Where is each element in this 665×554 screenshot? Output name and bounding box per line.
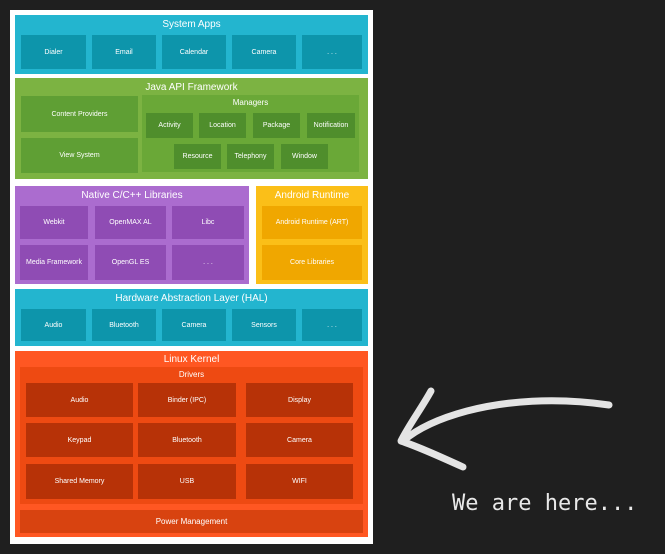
hal-bluetooth: Bluetooth [92,309,156,341]
layer-title-hal: Hardware Abstraction Layer (HAL) [115,293,268,304]
driver-camera: Camera [246,423,353,457]
hal-more: . . . [302,309,362,341]
view-system-box: View System [21,138,138,173]
lib-openmax-al: OpenMAX AL [95,206,166,239]
power-management-box: Power Management [20,510,363,533]
layer-native-libraries: Native C/C++ Libraries Webkit OpenMAX AL… [15,186,249,284]
layer-android-runtime: Android Runtime Android Runtime (ART) Co… [256,186,368,284]
manager-package: Package [253,113,300,138]
lib-media-framework: Media Framework [20,245,88,280]
driver-audio: Audio [26,383,133,417]
android-architecture-diagram: System Apps Dialer Email Calendar Camera… [10,10,373,544]
layer-hal: Hardware Abstraction Layer (HAL) Audio B… [15,289,368,346]
manager-resource: Resource [174,144,221,169]
manager-window: Window [281,144,328,169]
driver-wifi: WIFI [246,464,353,499]
layer-java-api-framework: Java API Framework Content Providers Vie… [15,78,368,179]
app-calendar: Calendar [162,35,226,69]
art-box: Android Runtime (ART) [262,206,362,239]
lib-libc: Libc [172,206,244,239]
driver-binder-ipc: Binder (IPC) [138,383,236,417]
layer-title-system-apps: System Apps [162,19,221,30]
lib-opengl-es: OpenGL ES [95,245,166,280]
app-email: Email [92,35,156,69]
app-camera: Camera [232,35,296,69]
lib-webkit: Webkit [20,206,88,239]
driver-keypad: Keypad [26,423,133,457]
annotation-text: We are here... [452,491,638,516]
managers-panel: Managers Activity Location Package Notif… [142,95,359,172]
lib-more: . . . [172,245,244,280]
hal-camera: Camera [162,309,226,341]
driver-bluetooth: Bluetooth [138,423,236,457]
app-more: . . . [302,35,362,69]
driver-shared-memory: Shared Memory [26,464,133,499]
manager-location: Location [199,113,246,138]
layer-linux-kernel: Linux Kernel Drivers Audio Binder (IPC) … [15,351,368,537]
core-libraries-box: Core Libraries [262,245,362,280]
app-dialer: Dialer [21,35,86,69]
layer-title-android-runtime: Android Runtime [274,190,350,201]
driver-display: Display [246,383,353,417]
managers-title: Managers [232,98,269,107]
layer-title-linux-kernel: Linux Kernel [163,354,220,365]
drivers-title: Drivers [178,370,205,379]
hand-drawn-arrow-icon [397,387,613,471]
layer-title-native-libs: Native C/C++ Libraries [81,190,183,201]
hal-audio: Audio [21,309,86,341]
manager-notification: Notification [307,113,355,138]
layer-system-apps: System Apps Dialer Email Calendar Camera… [15,15,368,74]
manager-activity: Activity [146,113,193,138]
layer-title-java-api: Java API Framework [145,82,238,93]
content-providers-box: Content Providers [21,96,138,132]
hal-sensors: Sensors [232,309,296,341]
manager-telephony: Telephony [227,144,274,169]
driver-usb: USB [138,464,236,499]
drivers-panel: Drivers Audio Binder (IPC) Display Keypa… [20,367,363,504]
